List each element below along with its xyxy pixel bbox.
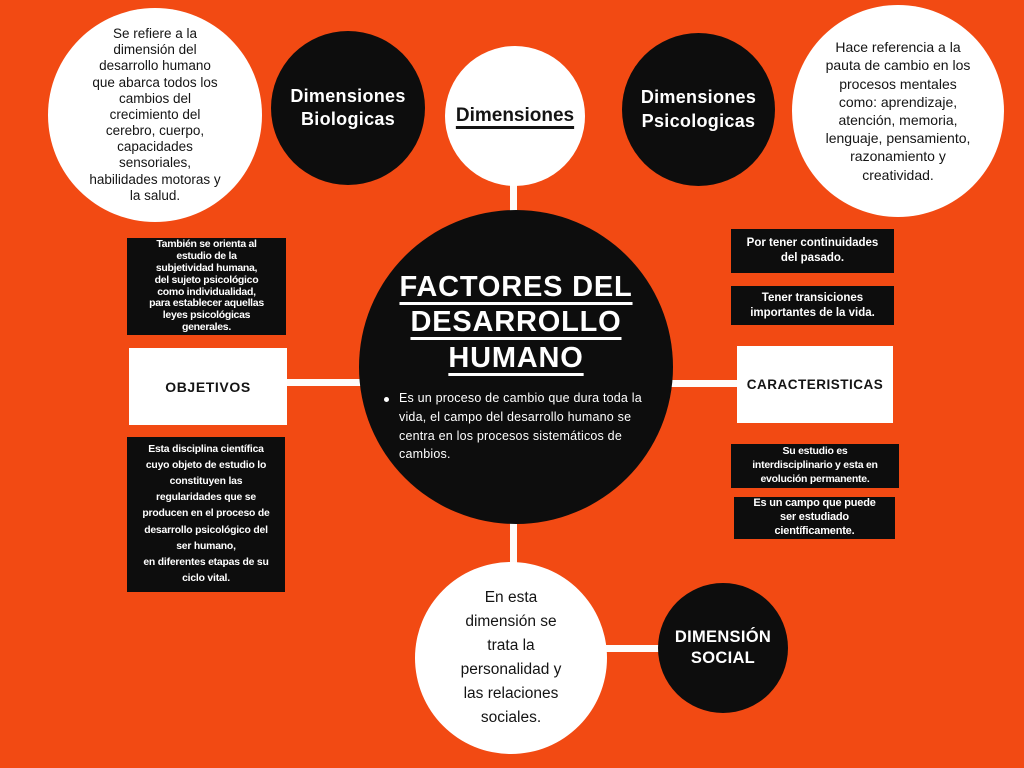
objetivos-note-bottom-box: Esta disciplina científica cuyo objeto d… <box>127 437 285 592</box>
caracteristicas-note-3-box: Su estudio es interdisciplinario y esta … <box>731 444 899 488</box>
caracteristicas-note-4-text: Es un campo que puede ser estudiado cien… <box>753 497 876 537</box>
caracteristicas-note-3-text: Su estudio es interdisciplinario y esta … <box>752 445 878 485</box>
objetivos-note-top-text: También se orienta al estudio de la subj… <box>149 237 264 334</box>
biological-dimension-description-circle: Se refiere a la dimensión del desarrollo… <box>48 8 262 222</box>
biological-dimension-description-text: Se refiere a la dimensión del desarrollo… <box>89 25 221 203</box>
caracteristicas-note-1-box: Por tener continuidades del pasado. <box>731 229 894 273</box>
dimensiones-psicologicas-circle: Dimensiones Psicologicas <box>622 33 775 186</box>
caracteristicas-label-box: CARACTERISTICAS <box>737 346 893 423</box>
central-topic-title: FACTORES DEL DESARROLLO HUMANO <box>399 271 633 374</box>
caracteristicas-note-2-text: Tener transiciones importantes de la vid… <box>750 291 875 319</box>
connector-center-to-social-description <box>510 518 517 568</box>
dimensiones-biologicas-circle: Dimensiones Biologicas <box>271 31 425 185</box>
caracteristicas-note-4-box: Es un campo que puede ser estudiado cien… <box>734 497 895 539</box>
psychological-dimension-description-circle: Hace referencia a la pauta de cambio en … <box>792 5 1004 217</box>
caracteristicas-label: CARACTERISTICAS <box>746 377 884 392</box>
dimensiones-circle: Dimensiones <box>445 46 585 186</box>
connector-dimensiones-to-center <box>510 178 517 230</box>
caracteristicas-note-1-text: Por tener continuidades del pasado. <box>746 237 879 264</box>
connector-social-description-to-dimension-social <box>601 645 662 652</box>
dimension-social-label: DIMENSIÓN SOCIAL <box>674 627 772 667</box>
connector-objetivos-to-center <box>286 379 364 386</box>
social-dimension-description-text: En esta dimensión se trata la personalid… <box>460 588 562 727</box>
caracteristicas-note-2-box: Tener transiciones importantes de la vid… <box>731 286 894 325</box>
bullet-dot <box>384 397 389 403</box>
social-dimension-description-circle: En esta dimensión se trata la personalid… <box>415 562 607 754</box>
connector-caracteristicas-to-center <box>668 380 740 387</box>
objetivos-note-bottom-text: Esta disciplina científica cuyo objeto d… <box>142 443 270 584</box>
dimensiones-psicologicas-label: Dimensiones Psicologicas <box>640 87 757 131</box>
dimension-social-circle: DIMENSIÓN SOCIAL <box>658 583 788 713</box>
objetivos-label-box: OBJETIVOS <box>129 348 287 425</box>
dimensiones-biologicas-label: Dimensiones Biologicas <box>290 85 406 129</box>
psychological-dimension-description-text: Hace referencia a la pauta de cambio en … <box>825 39 971 183</box>
objetivos-label: OBJETIVOS <box>165 378 251 395</box>
central-topic-bullet-item: Es un proceso de cambio que dura toda la… <box>382 389 650 464</box>
objetivos-note-top-box: También se orienta al estudio de la subj… <box>127 238 286 335</box>
dimensiones-label: Dimensiones <box>455 105 575 126</box>
central-topic-circle: FACTORES DEL DESARROLLO HUMANO Es un pro… <box>359 210 673 524</box>
central-topic-bullet-text: Es un proceso de cambio que dura toda la… <box>399 391 642 462</box>
